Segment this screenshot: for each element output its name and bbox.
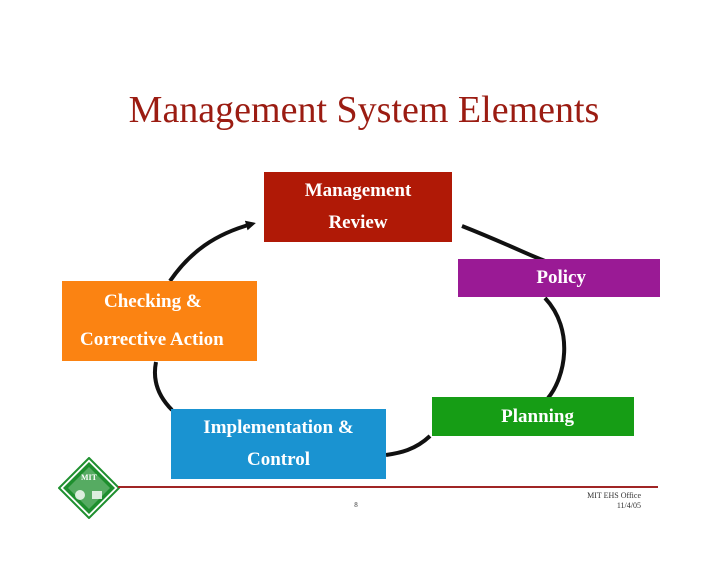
checking-corrective-action-box: Checking & Corrective Action bbox=[62, 281, 257, 361]
impl-line-2: Control bbox=[247, 449, 310, 470]
footer-divider bbox=[118, 486, 658, 488]
check-line-1: Checking & bbox=[104, 291, 202, 312]
management-review-box: Management Review bbox=[264, 172, 452, 242]
arc-check-to-review bbox=[168, 220, 256, 283]
policy-label: Policy bbox=[536, 267, 586, 288]
planning-box: Planning bbox=[432, 397, 634, 436]
page-number: 8 bbox=[354, 501, 358, 509]
impl-line-1: Implementation & bbox=[203, 417, 354, 438]
footer-date: 11/4/05 bbox=[616, 501, 641, 510]
arc-policy-to-planning bbox=[543, 296, 567, 400]
mit-ehs-logo: MIT bbox=[58, 457, 120, 519]
office-name: MIT EHS Office bbox=[587, 491, 641, 500]
footer-office: MIT EHS Office 11/4/05 bbox=[540, 491, 641, 511]
policy-box: Policy bbox=[458, 259, 660, 297]
review-line-2: Review bbox=[328, 212, 388, 233]
check-line-2: Corrective Action bbox=[80, 329, 224, 350]
arc-review-to-policy bbox=[461, 224, 549, 264]
implementation-control-box: Implementation & Control bbox=[171, 409, 386, 479]
planning-label: Planning bbox=[501, 406, 574, 427]
slide-title: Management System Elements bbox=[128, 89, 600, 131]
arc-planning-to-impl bbox=[385, 434, 432, 457]
review-line-1: Management bbox=[304, 180, 412, 201]
arc-impl-to-check bbox=[153, 361, 174, 412]
logo-text: MIT bbox=[81, 473, 98, 482]
